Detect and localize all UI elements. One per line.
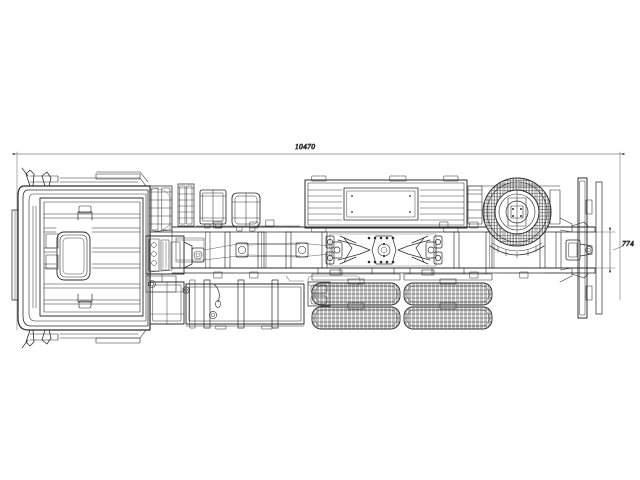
fuel-tank <box>185 279 305 330</box>
dimension-rear-width-label: 774 <box>622 239 634 248</box>
auxiliary-boxes <box>307 281 331 307</box>
platform-deck <box>304 175 468 233</box>
front-axle <box>175 237 205 263</box>
spare-wheel-carrier <box>482 177 552 259</box>
cab-frame-transition <box>149 185 173 331</box>
upper-accessory-strip <box>467 185 561 225</box>
exhaust-muffler <box>285 275 361 287</box>
roof-hatch <box>56 231 91 281</box>
battery-box <box>149 281 190 325</box>
air-reservoir-tanks <box>177 183 301 232</box>
cab-assembly <box>11 167 151 349</box>
drive-shaft <box>203 242 331 261</box>
frame-side-brackets <box>213 221 529 279</box>
center-bearing <box>235 242 309 258</box>
mirror-arms <box>21 167 52 349</box>
engine-transmission <box>145 185 205 293</box>
dimension-overall-length-label: 10470 <box>295 142 315 151</box>
rear-frame-tail <box>544 226 579 274</box>
dimension-rear-width <box>575 227 624 273</box>
tandem-rear-axles <box>325 233 443 267</box>
dual-rear-wheels <box>311 267 493 330</box>
rear-end-crossmember <box>559 177 603 319</box>
